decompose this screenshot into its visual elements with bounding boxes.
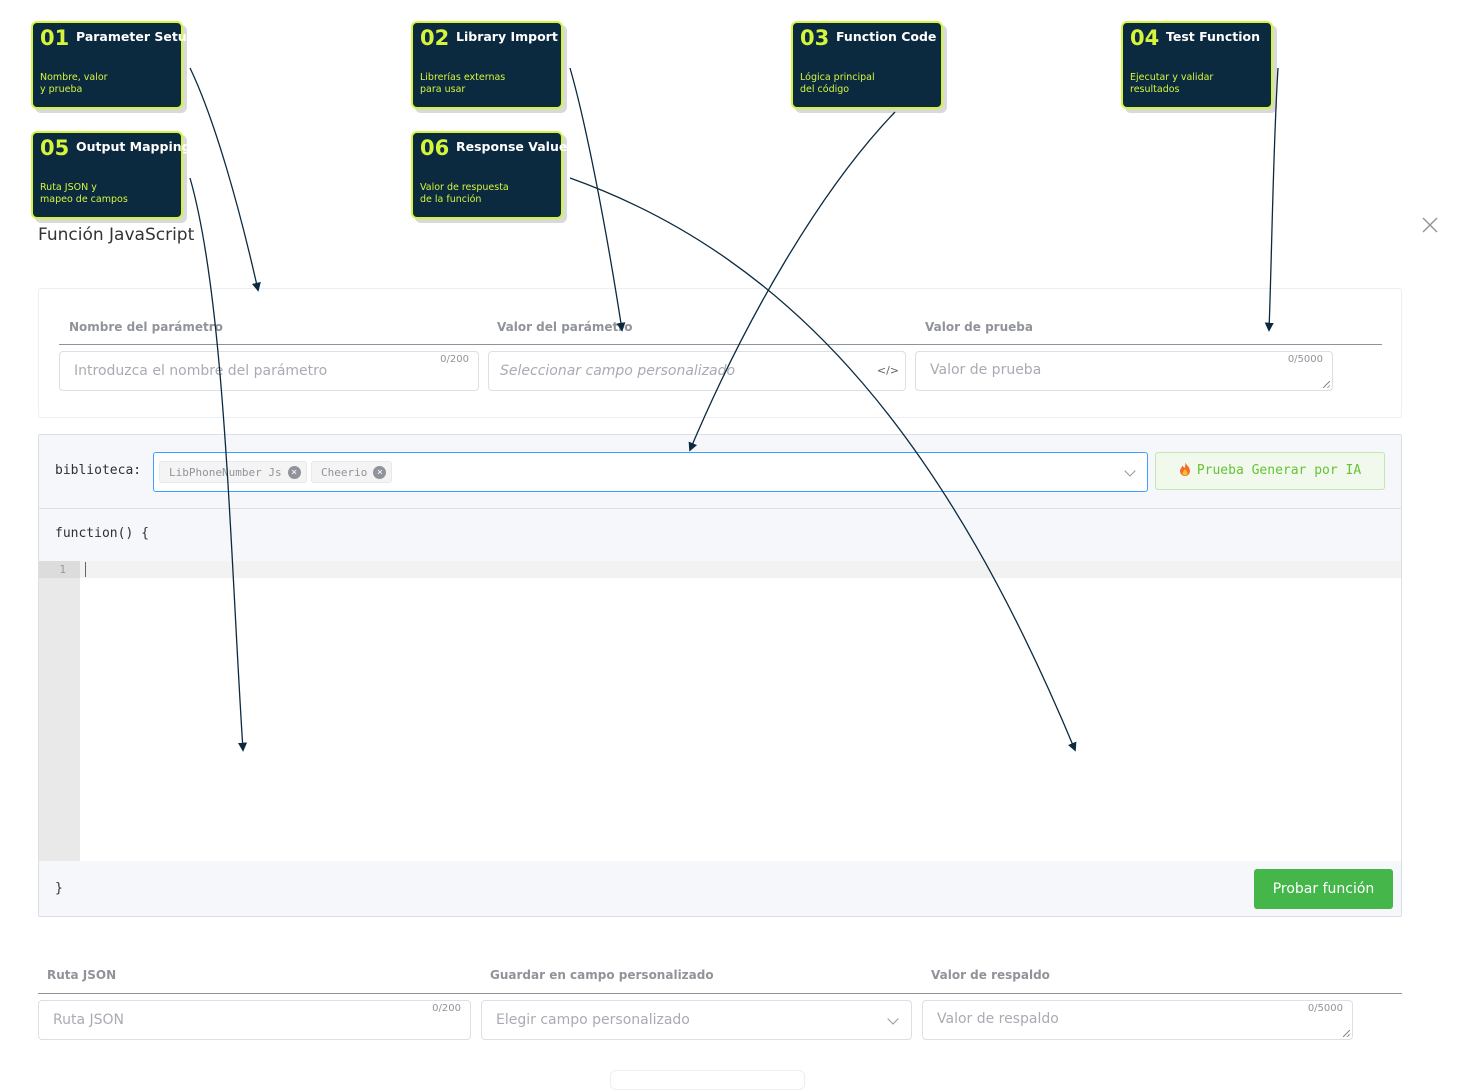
param-test-input[interactable] xyxy=(916,352,1332,390)
ai-generate-label: Prueba Generar por IA xyxy=(1196,463,1362,478)
json-path-header: Ruta JSON xyxy=(47,968,117,982)
fire-icon xyxy=(1179,462,1190,476)
param-value-header: Valor del parámetro xyxy=(497,320,633,334)
annotation-library-import: 02 Library Import Librerías externas par… xyxy=(411,21,563,109)
annotation-title: Parameter Setup xyxy=(76,29,196,44)
library-tag-label: Cheerio xyxy=(321,466,368,479)
annotation-title: Test Function xyxy=(1166,29,1260,44)
param-value-selector[interactable]: Seleccionar campo personalizado </> xyxy=(488,351,906,391)
library-tag: Cheerio × xyxy=(311,461,393,483)
header-divider xyxy=(59,344,1382,345)
annotation-parameter-setup: 01 Parameter Setup Nombre, valor y prueb… xyxy=(31,21,196,109)
output-divider xyxy=(38,993,1402,994)
test-function-button[interactable]: Probar función xyxy=(1254,869,1393,909)
char-counter: 0/5000 xyxy=(1287,354,1323,365)
annotation-desc: Ejecutar y validar resultados xyxy=(1130,72,1214,95)
annotation-number: 06 xyxy=(420,136,450,160)
library-select[interactable]: LibPhoneNumber Js × Cheerio × xyxy=(153,452,1148,492)
annotation-test-function: 04 Test Function Ejecutar y validar resu… xyxy=(1121,21,1273,109)
remove-tag-icon[interactable]: × xyxy=(373,466,387,479)
chevron-down-icon[interactable] xyxy=(1124,465,1136,477)
json-path-field[interactable]: 0/200 xyxy=(38,1000,471,1040)
annotation-desc: Lógica principal del código xyxy=(800,72,875,95)
resize-handle-icon[interactable] xyxy=(1323,381,1330,388)
library-label: biblioteca: xyxy=(55,463,142,478)
char-counter: 0/200 xyxy=(440,354,469,365)
param-test-field[interactable]: 0/5000 xyxy=(915,351,1333,391)
code-editor[interactable]: 1 xyxy=(39,561,1401,861)
save-field-header: Guardar en campo personalizado xyxy=(490,968,714,982)
annotation-number: 02 xyxy=(420,26,450,50)
annotation-number: 05 xyxy=(40,136,70,160)
annotation-output-mapping: 05 Output Mapping Ruta JSON y mapeo de c… xyxy=(31,131,191,219)
library-tag-label: LibPhoneNumber Js xyxy=(169,466,282,479)
save-field-select[interactable]: Elegir campo personalizado xyxy=(481,1000,912,1040)
parameters-panel: Nombre del parámetro Valor del parámetro… xyxy=(38,288,1402,418)
active-line xyxy=(80,561,1401,578)
save-field-placeholder: Elegir campo personalizado xyxy=(496,1012,690,1028)
annotation-title: Response Value xyxy=(456,139,568,154)
arrow-parameter-setup xyxy=(189,67,261,292)
annotation-desc: Nombre, valor y prueba xyxy=(40,72,108,95)
annotation-desc: Librerías externas para usar xyxy=(420,72,506,95)
chevron-down-icon[interactable] xyxy=(887,1013,899,1025)
library-bar: biblioteca: LibPhoneNumber Js × Cheerio … xyxy=(39,435,1401,509)
char-counter: 0/5000 xyxy=(1307,1003,1343,1014)
function-closing-brace: } xyxy=(55,881,63,896)
footer-button-peek[interactable] xyxy=(610,1070,805,1090)
param-value-placeholder: Seleccionar campo personalizado xyxy=(500,363,736,379)
annotation-number: 04 xyxy=(1130,26,1160,50)
dialog-title: Función JavaScript xyxy=(38,225,195,245)
resize-handle-icon[interactable] xyxy=(1343,1030,1350,1037)
annotation-number: 01 xyxy=(40,26,70,50)
annotation-response-value: 06 Response Value Valor de respuesta de … xyxy=(411,131,567,219)
fallback-input[interactable] xyxy=(923,1001,1352,1039)
text-cursor xyxy=(85,562,86,577)
annotation-function-code: 03 Function Code Lógica principal del có… xyxy=(791,21,943,109)
close-icon[interactable] xyxy=(1420,215,1440,235)
annotation-desc: Ruta JSON y mapeo de campos xyxy=(40,182,128,205)
char-counter: 0/200 xyxy=(432,1003,461,1014)
json-path-input[interactable] xyxy=(39,1001,470,1039)
line-gutter xyxy=(39,561,80,861)
library-tag: LibPhoneNumber Js × xyxy=(159,461,307,483)
param-name-header: Nombre del parámetro xyxy=(69,320,223,334)
annotation-number: 03 xyxy=(800,26,830,50)
param-test-header: Valor de prueba xyxy=(925,320,1033,334)
line-number: 1 xyxy=(39,561,80,578)
ai-generate-button[interactable]: Prueba Generar por IA xyxy=(1155,452,1385,490)
param-name-input[interactable] xyxy=(60,352,478,390)
annotation-title: Library Import xyxy=(456,29,558,44)
remove-tag-icon[interactable]: × xyxy=(287,466,301,479)
annotation-title: Output Mapping xyxy=(76,139,191,154)
annotation-title: Function Code xyxy=(836,29,937,44)
fallback-header: Valor de respaldo xyxy=(931,968,1050,982)
function-editor: biblioteca: LibPhoneNumber Js × Cheerio … xyxy=(38,434,1402,917)
fallback-field[interactable]: 0/5000 xyxy=(922,1000,1353,1040)
annotation-desc: Valor de respuesta de la función xyxy=(420,182,509,205)
function-signature: function() { xyxy=(55,526,149,541)
code-icon[interactable]: </> xyxy=(876,364,899,377)
param-name-field[interactable]: 0/200 xyxy=(59,351,479,391)
